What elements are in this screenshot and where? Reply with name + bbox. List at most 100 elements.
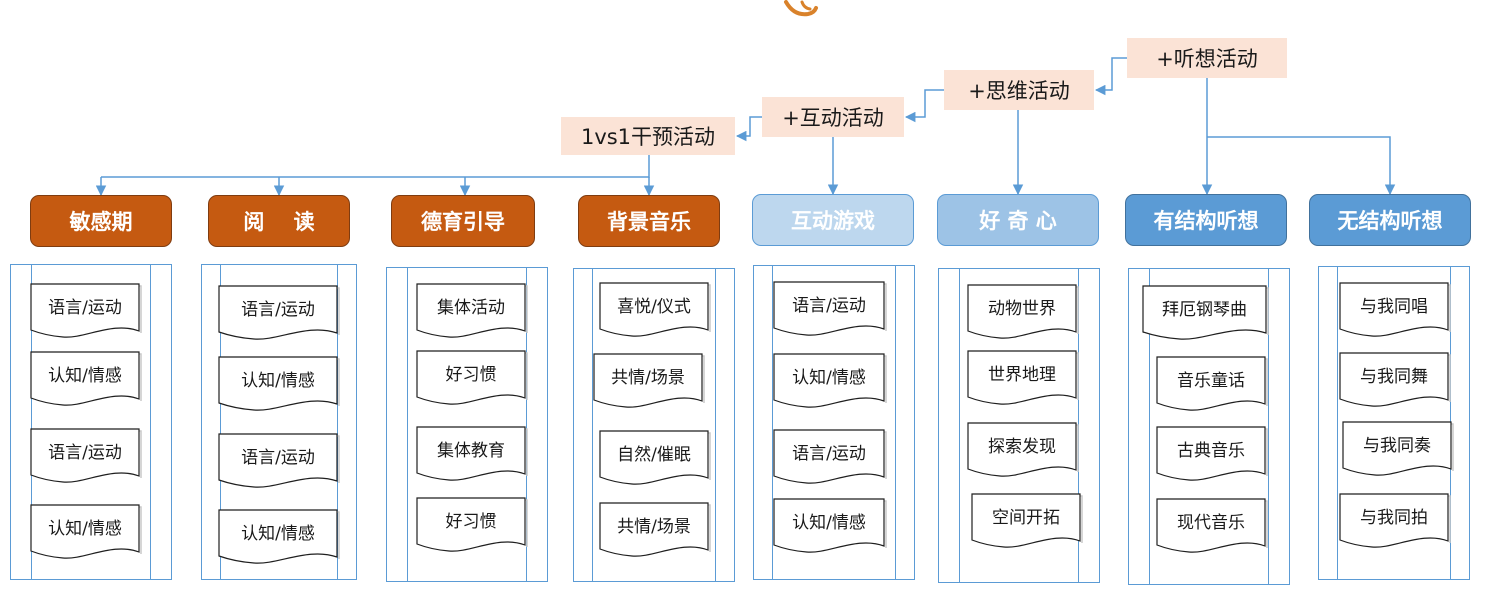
document-item: 动物世界 — [967, 284, 1079, 346]
document-item-label: 世界地理 — [988, 364, 1056, 385]
document-shape — [967, 350, 1079, 405]
document-item: 好习惯 — [416, 350, 528, 412]
document-item: 与我同奏 — [1342, 421, 1454, 483]
document-item-label: 喜悦/仪式 — [617, 296, 691, 317]
document-item-label: 集体教育 — [437, 440, 505, 461]
document-item-label: 语言/运动 — [792, 295, 866, 316]
document-item-label: 认知/情感 — [48, 518, 122, 539]
document-item: 拜厄钢琴曲 — [1142, 285, 1269, 347]
document-shape — [1342, 421, 1454, 476]
document-shape — [599, 282, 711, 337]
document-shape — [30, 283, 142, 338]
document-item-label: 语言/运动 — [241, 447, 315, 468]
document-shape — [218, 509, 340, 564]
tag-tinxiang-activity: +听想活动 — [1127, 38, 1287, 78]
document-shape — [416, 283, 528, 338]
tag-hudong-activity: +互动活动 — [762, 97, 904, 137]
document-item: 好习惯 — [416, 497, 528, 559]
document-shape — [218, 285, 340, 340]
document-item-label: 古典音乐 — [1177, 440, 1245, 461]
document-item: 认知/情感 — [773, 353, 887, 415]
column-rail-right — [150, 265, 151, 579]
header-yuedu: 阅 读 — [208, 195, 350, 247]
document-item: 自然/催眠 — [599, 430, 711, 492]
document-item: 语言/运动 — [218, 285, 340, 347]
document-shape — [773, 429, 887, 484]
arrow-to-wujiegou — [1207, 136, 1396, 196]
document-item: 认知/情感 — [30, 351, 142, 413]
document-item-label: 语言/运动 — [48, 297, 122, 318]
document-item: 共情/场景 — [593, 353, 705, 415]
document-item: 集体教育 — [416, 426, 528, 488]
tag-1v1-intervention: 1vs1干预活动 — [561, 117, 735, 155]
document-item: 认知/情感 — [773, 498, 887, 560]
document-item: 集体活动 — [416, 283, 528, 345]
arrow-siwei-to-hudong — [904, 89, 944, 123]
document-shape — [416, 497, 528, 552]
arrow-tinxiang-to-siwei — [1094, 57, 1127, 96]
document-item-label: 认知/情感 — [241, 370, 315, 391]
document-item-label: 探索发现 — [988, 436, 1056, 457]
document-item-label: 与我同奏 — [1363, 435, 1431, 456]
document-item: 语言/运动 — [30, 283, 142, 345]
document-shape — [773, 498, 887, 553]
document-item-label: 认知/情感 — [792, 367, 866, 388]
document-item: 现代音乐 — [1156, 498, 1268, 560]
document-item-label: 拜厄钢琴曲 — [1162, 299, 1247, 320]
document-shape — [30, 428, 142, 483]
document-shape — [967, 284, 1079, 339]
document-shape — [1339, 352, 1451, 407]
document-item: 探索发现 — [967, 422, 1079, 484]
header-haoqixin: 好 奇 心 — [937, 194, 1099, 246]
document-item: 与我同唱 — [1339, 282, 1451, 344]
column-rail-right — [895, 266, 896, 579]
document-item-label: 动物世界 — [988, 298, 1056, 319]
document-shape — [599, 430, 711, 485]
document-shape — [971, 493, 1083, 548]
header-unstructured-listen: 无结构听想 — [1309, 194, 1471, 246]
document-item-label: 好习惯 — [445, 511, 497, 532]
header-beijing-music: 背景音乐 — [578, 195, 720, 247]
document-shape — [593, 353, 705, 408]
ganyu-trunk — [101, 155, 650, 178]
document-item-label: 共情/场景 — [617, 516, 691, 537]
document-shape — [1339, 282, 1451, 337]
document-item: 语言/运动 — [773, 429, 887, 491]
document-shape — [1339, 493, 1451, 548]
header-mingan: 敏感期 — [30, 195, 172, 247]
column-rail-left — [959, 269, 960, 582]
document-item-label: 认知/情感 — [48, 365, 122, 386]
document-shape — [1142, 285, 1269, 340]
document-item-label: 与我同唱 — [1360, 296, 1428, 317]
document-item-label: 与我同舞 — [1360, 366, 1428, 387]
header-structured-listen: 有结构听想 — [1125, 194, 1287, 246]
document-item: 认知/情感 — [30, 504, 142, 566]
document-shape — [1156, 498, 1268, 553]
column-rail-right — [526, 268, 527, 581]
document-item: 音乐童话 — [1156, 356, 1268, 418]
document-item: 语言/运动 — [30, 428, 142, 490]
document-item-label: 认知/情感 — [241, 523, 315, 544]
arrow-hudong-to-ganyu — [735, 116, 762, 142]
column-rail-left — [1149, 269, 1150, 584]
document-item: 共情/场景 — [599, 502, 711, 564]
column-rail-right — [715, 269, 716, 581]
document-item: 世界地理 — [967, 350, 1079, 412]
document-item: 认知/情感 — [218, 356, 340, 418]
document-shape — [416, 426, 528, 481]
document-shape — [218, 433, 340, 488]
header-deyu: 德育引导 — [391, 195, 535, 247]
document-item-label: 认知/情感 — [792, 512, 866, 533]
column-rail-left — [772, 266, 773, 579]
document-item-label: 语言/运动 — [792, 443, 866, 464]
document-item: 语言/运动 — [218, 433, 340, 495]
document-item: 与我同舞 — [1339, 352, 1451, 414]
document-item-label: 语言/运动 — [48, 442, 122, 463]
orange-swirl-logo-icon — [784, 0, 818, 17]
document-shape — [30, 504, 142, 559]
document-shape — [599, 502, 711, 557]
document-item: 认知/情感 — [218, 509, 340, 571]
column-rail-right — [337, 265, 338, 579]
document-item-label: 语言/运动 — [241, 299, 315, 320]
document-item-label: 集体活动 — [437, 297, 505, 318]
